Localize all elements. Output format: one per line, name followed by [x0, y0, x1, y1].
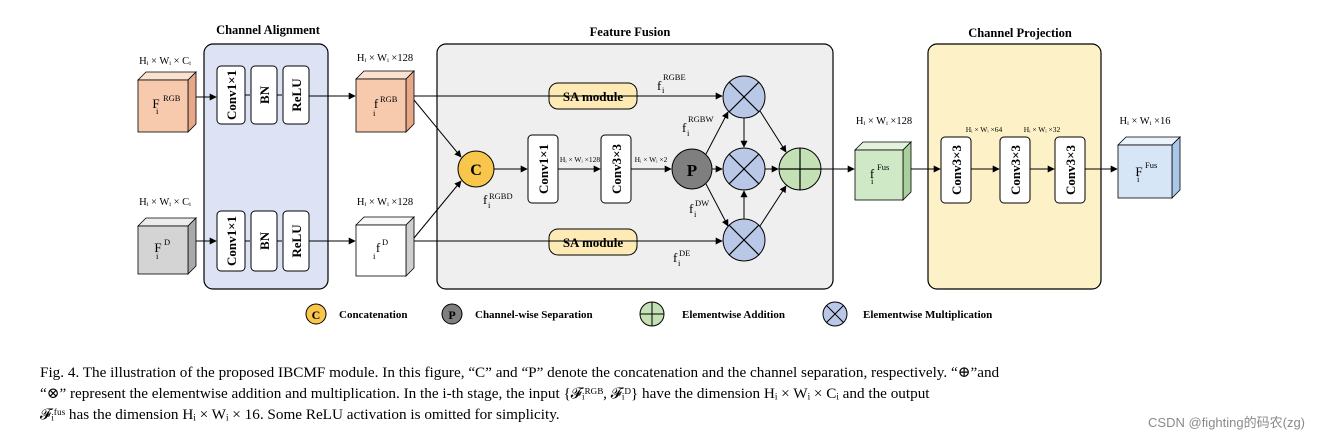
input-rgb-sub: i — [156, 106, 159, 116]
svg-text:f: f — [673, 250, 678, 265]
svg-text:C: C — [312, 308, 321, 322]
rgb-alignment-layers: Conv1×1 BN ReLU — [216, 65, 310, 125]
fus-cube: f i Fus — [854, 141, 912, 201]
input-rgb-cube: F i RGB — [137, 71, 197, 133]
feature-fusion-title: Feature Fusion — [590, 25, 671, 39]
caption-line-2: “⊗” represent the elementwise addition a… — [40, 385, 930, 402]
legend-addition: Elementwise Addition — [639, 301, 785, 327]
label-dw: f i DW — [689, 198, 709, 219]
svg-text:f: f — [657, 78, 662, 93]
rgb-relu-label: ReLU — [289, 78, 304, 112]
svg-text:Concatenation: Concatenation — [339, 309, 407, 321]
svg-text:Fus: Fus — [1145, 160, 1157, 170]
fusion-conv1x1-label: Conv1×1 — [536, 144, 551, 194]
add-node — [778, 147, 822, 191]
legend: C Concatenation P Channel-wise Separatio… — [305, 301, 992, 327]
svg-text:DW: DW — [695, 198, 709, 208]
svg-text:f: f — [689, 201, 694, 216]
concat-symbol: C — [470, 162, 482, 179]
separation-symbol: P — [687, 161, 697, 180]
svg-text:f: f — [682, 120, 687, 135]
fusion-sep-dim: Hᵢ × Wᵢ ×2 — [635, 155, 668, 164]
legend-separation: P Channel-wise Separation — [441, 303, 593, 325]
connectors — [196, 92, 1118, 245]
caption-line-1: Fig. 4. The illustration of the proposed… — [40, 364, 1000, 381]
proj-conv-3-label: Conv3×3 — [1063, 144, 1078, 195]
figure-caption: Fig. 4. The illustration of the proposed… — [40, 362, 1277, 425]
multiply-node-top — [722, 75, 766, 119]
fusion-conv3x3-label: Conv3×3 — [609, 143, 624, 194]
svg-text:RGBE: RGBE — [663, 72, 686, 82]
svg-text:i: i — [678, 258, 681, 268]
svg-text:i: i — [662, 85, 665, 95]
input-d-sup: D — [164, 237, 170, 247]
fus-dim: Hᵢ × Wᵢ ×128 — [856, 116, 912, 127]
sa-module-bottom — [548, 228, 638, 256]
watermark: CSDN @fighting的码农(zg) — [1148, 415, 1305, 430]
svg-text:f: f — [870, 166, 875, 181]
proj-conv-1-label: Conv3×3 — [949, 144, 964, 195]
input-d-base: F — [154, 240, 161, 255]
d-alignment-layers: Conv1×1 BN ReLU — [216, 210, 310, 272]
aligned-d-cube: f i D — [355, 216, 415, 277]
aligned-rgb-sup: RGB — [380, 94, 398, 104]
output-cube: F i Fus — [1117, 136, 1181, 199]
svg-text:i: i — [687, 128, 690, 138]
channel-alignment-title: Channel Alignment — [216, 23, 321, 37]
proj-conv-3 — [1054, 136, 1086, 204]
svg-text:P: P — [448, 308, 455, 322]
aligned-d-base: f — [376, 240, 381, 255]
input-rgb-sup: RGB — [163, 93, 181, 103]
output-dim: Hᵢ × Wᵢ ×16 — [1120, 116, 1171, 127]
proj-conv-2 — [999, 136, 1031, 204]
d-conv1x1-label: Conv1×1 — [224, 216, 239, 266]
proj2-dim: Hᵢ × Wᵢ ×32 — [1024, 125, 1061, 134]
svg-text:i: i — [694, 209, 697, 219]
fusion-conv-dim: Hᵢ × Wᵢ ×128 — [560, 155, 600, 164]
svg-text:RGBW: RGBW — [688, 114, 714, 124]
multiply-node-bottom — [722, 218, 766, 262]
svg-text:Fus: Fus — [877, 162, 889, 172]
input-d-cube: F i D — [137, 217, 197, 275]
legend-concat: C Concatenation — [305, 303, 407, 325]
label-rgbw: f i RGBW — [682, 114, 714, 138]
aligned-d-sub: i — [373, 251, 376, 261]
aligned-rgb-cube: f i RGB — [355, 70, 415, 133]
proj-conv-2-label: Conv3×3 — [1008, 144, 1023, 195]
aligned-rgb-dim: Hᵢ × Wᵢ ×128 — [357, 53, 413, 64]
legend-multiplication: Elementwise Multiplication — [822, 301, 992, 327]
svg-text:Elementwise Addition: Elementwise Addition — [682, 309, 785, 321]
input-d-sub: i — [156, 251, 159, 261]
multiply-node-middle — [722, 147, 766, 191]
proj-conv-1 — [940, 136, 972, 204]
proj1-dim: Hᵢ × Wᵢ ×64 — [966, 125, 1003, 134]
svg-text:i: i — [488, 200, 491, 210]
aligned-rgb-base: f — [374, 96, 379, 111]
svg-text:F: F — [1135, 164, 1142, 179]
svg-text:DE: DE — [679, 248, 690, 258]
rgb-bn-label: BN — [257, 85, 272, 104]
aligned-d-sup: D — [382, 237, 388, 247]
ibcmf-diagram: Channel Alignment Feature Fusion Channel… — [137, 23, 1181, 327]
label-rgbd: f i RGBD — [483, 191, 513, 210]
svg-text:f: f — [483, 192, 488, 207]
input-d-dim: Hᵢ × Wᵢ × Cᵢ — [139, 197, 191, 208]
d-bn-label: BN — [257, 231, 272, 250]
d-relu-label: ReLU — [289, 224, 304, 258]
input-rgb-dim: Hᵢ × Wᵢ × Cᵢ — [139, 56, 191, 67]
aligned-d-dim: Hᵢ × Wᵢ ×128 — [357, 197, 413, 208]
sa-module-bottom-label: SA module — [563, 235, 624, 250]
input-rgb-base: F — [152, 96, 159, 111]
aligned-rgb-sub: i — [373, 108, 376, 118]
channel-projection-title: Channel Projection — [968, 26, 1072, 40]
rgb-conv1x1-label: Conv1×1 — [224, 70, 239, 120]
label-de: f i DE — [673, 248, 690, 268]
svg-text:i: i — [871, 176, 874, 186]
label-rgbe: f i RGBE — [657, 72, 686, 95]
caption-line-3: 𝓕ᵢᶠᵘˢ has the dimension Hᵢ × Wᵢ × 16. So… — [40, 406, 560, 423]
svg-text:RGBD: RGBD — [489, 191, 513, 201]
svg-text:Channel-wise Separation: Channel-wise Separation — [475, 309, 593, 321]
svg-text:i: i — [1137, 174, 1140, 184]
svg-text:Elementwise Multiplication: Elementwise Multiplication — [863, 309, 992, 321]
